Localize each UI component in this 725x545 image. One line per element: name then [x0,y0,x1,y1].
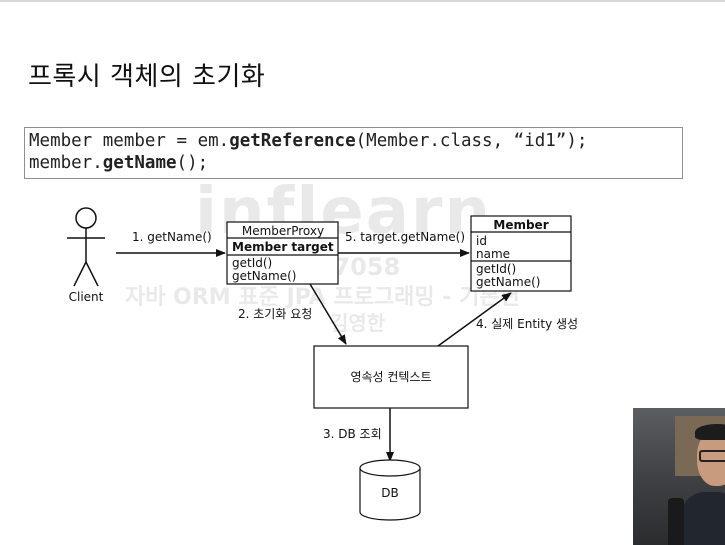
member-proxy-class [226,221,339,285]
member-proxy-method: getName() [232,269,296,283]
member-class [470,215,572,292]
code-line-2: member.getName(); [29,153,208,173]
arrow-get-name-label: 1. getName() [132,230,212,244]
code-method-get-name: getName [102,153,177,173]
database-icon [359,459,421,521]
top-divider [0,0,725,2]
webcam-presenter-glasses [699,450,725,462]
arrow-init-request-label: 2. 초기화 요청 [238,307,312,321]
persistence-context-label: 영속성 컨텍스트 [350,370,431,384]
member-class-title: Member [493,218,548,232]
arrow-target-get-name-label: 5. target.getName() [345,230,465,244]
code-line-1: Member member = em.getReference(Member.c… [29,131,587,151]
webcam-microphone [668,498,684,545]
webcam-presenter-body [681,492,725,545]
member-field: name [476,247,510,261]
code-snippet: Member member = em.getReference(Member.c… [24,127,683,179]
member-proxy-method: getId() [232,256,272,270]
presenter-webcam [633,408,725,545]
slide-title: 프록시 객체의 초기화 [28,62,266,92]
code-text: Member member = em. [29,131,230,151]
member-method: getName() [476,275,540,289]
member-method: getId() [476,262,516,276]
code-text: (Member.class, “id1”); [355,131,588,151]
database-label: DB [381,486,398,500]
member-field: id [476,234,487,248]
arrow-create-entity-label: 4. 실제 Entity 생성 [476,317,578,331]
persistence-context-box [313,345,469,409]
client-label: Client [69,290,104,304]
arrow-create-entity [437,292,512,347]
member-proxy-title: MemberProxy [242,224,324,238]
member-proxy-target-field: Member target [232,240,334,254]
code-text: member. [29,153,103,173]
code-method-get-reference: getReference [229,131,356,151]
code-text: (); [176,153,209,173]
client-actor-icon [67,207,105,287]
arrow-db-query-label: 3. DB 조회 [323,427,382,441]
webcam-presenter-hair [695,424,725,440]
arrow-init-request [309,283,347,345]
